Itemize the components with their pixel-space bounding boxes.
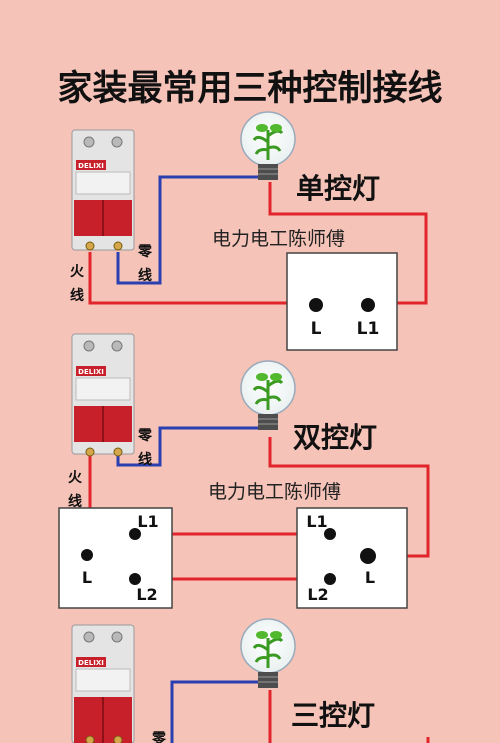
neutral-label: 线 [138, 451, 152, 468]
double-switch-a [58, 507, 173, 609]
switch-to-lamp-wire [268, 182, 428, 305]
breaker-brand-label: DELIXI [78, 659, 104, 667]
terminal-label: L2 [307, 585, 328, 604]
neutral-label: 零 [137, 427, 153, 444]
terminal-dot [129, 573, 141, 585]
switch-to-lamp-wire [268, 437, 430, 558]
terminal-label: L [82, 568, 92, 587]
terminal-dot [324, 573, 336, 585]
terminal-dot [129, 528, 141, 540]
terminal-label: L [311, 319, 322, 339]
terminal-label: L2 [136, 585, 157, 604]
double-switch-b [296, 507, 408, 609]
neutral-label: 零 [151, 730, 167, 743]
live-label: 火 [70, 264, 85, 280]
circuit-breaker: DELIXI [71, 333, 135, 457]
watermark: 电力电工陈师傅 [212, 228, 345, 250]
terminal-label: L1 [357, 319, 380, 339]
circuit-breaker: DELIXI [71, 129, 135, 251]
section-double-control: DELIXI 零 线 火 线 双控灯 电力电工陈师傅 [58, 333, 430, 609]
page-title: 家装最常用三种控制接线 [57, 69, 442, 109]
light-bulb-icon [240, 618, 296, 688]
neutral-label: 线 [138, 267, 152, 284]
terminal-dot [360, 548, 376, 564]
light-bulb-icon [240, 111, 296, 180]
terminal-label: L1 [137, 512, 158, 531]
terminal-dot [81, 549, 93, 561]
section-triple-control: DELIXI 零 三控灯 [71, 618, 430, 743]
breaker-brand-label: DELIXI [78, 368, 104, 376]
neutral-wire [116, 426, 262, 467]
live-wire [88, 252, 316, 305]
light-bulb-icon [240, 360, 296, 430]
terminal-label: L [365, 568, 375, 587]
breaker-brand-label: DELIXI [78, 162, 104, 170]
terminal-dot [324, 528, 336, 540]
neutral-wire [116, 175, 262, 285]
neutral-wire [170, 680, 262, 743]
live-label: 线 [68, 493, 82, 510]
terminal-dot [309, 298, 323, 312]
section-title: 三控灯 [291, 699, 375, 732]
watermark: 电力电工陈师傅 [208, 481, 341, 503]
single-switch [286, 252, 398, 351]
section-title: 单控灯 [296, 172, 380, 205]
section-title: 双控灯 [293, 421, 377, 454]
terminal-dot [361, 298, 375, 312]
section-single-control: DELIXI 火 线 零 线 单控灯 电力电工陈师傅 L [70, 111, 428, 351]
neutral-label: 零 [137, 243, 153, 260]
circuit-breaker: DELIXI [71, 624, 135, 743]
live-label: 线 [70, 287, 84, 304]
live-label: 火 [68, 470, 83, 486]
terminal-label: L1 [306, 512, 327, 531]
